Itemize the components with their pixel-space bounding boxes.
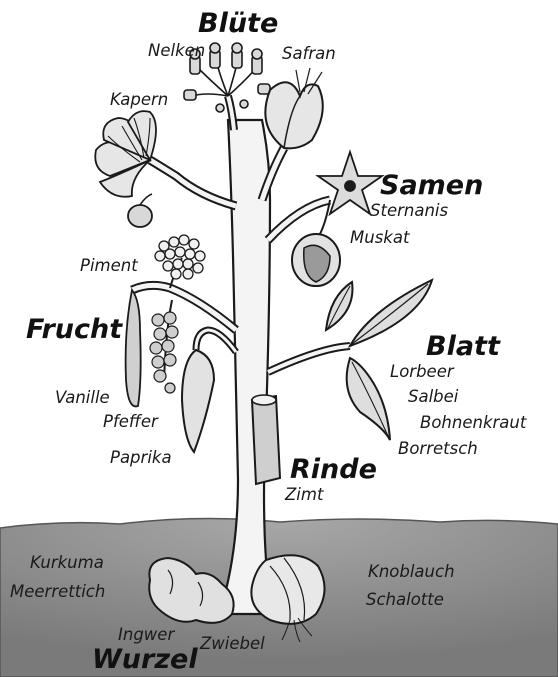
zwiebel-label: Zwiebel	[200, 636, 265, 653]
salbei-leaf	[326, 282, 352, 330]
lorbeer-leaf	[350, 280, 432, 346]
borretsch-label: Borretsch	[398, 441, 478, 458]
nelken-label: Nelken	[148, 43, 205, 60]
meerrettich-label: Meerrettich	[10, 584, 105, 601]
kapern-label: Kapern	[110, 92, 168, 109]
ingwer-label: Ingwer	[118, 627, 174, 644]
rinde-title: Rinde	[290, 456, 377, 483]
pfeffer-bunch	[150, 300, 178, 393]
paprika-label: Paprika	[110, 450, 172, 467]
zimt-bark	[252, 395, 280, 484]
safran-label: Safran	[282, 46, 336, 63]
sternanis-label: Sternanis	[370, 203, 448, 220]
knoblauch-label: Knoblauch	[368, 564, 455, 581]
muskat-label: Muskat	[350, 230, 409, 247]
vanille-pod	[126, 290, 141, 406]
lorbeer-label: Lorbeer	[390, 364, 454, 381]
kurkuma-label: Kurkuma	[30, 555, 104, 572]
paprika-pod	[182, 350, 214, 452]
schalotte-label: Schalotte	[366, 592, 444, 609]
safran-flower	[265, 68, 322, 148]
kapern-flower	[95, 111, 156, 227]
piment-cluster	[155, 235, 205, 288]
zimt-label: Zimt	[285, 487, 323, 504]
frucht-title: Frucht	[26, 316, 122, 343]
bohnenkraut-label: Bohnenkraut	[420, 415, 526, 432]
bohnenkraut-leaf	[347, 358, 390, 440]
samen-title: Samen	[380, 172, 483, 199]
vanille-label: Vanille	[55, 390, 110, 407]
salbei-label: Salbei	[408, 389, 458, 406]
bluete-title: Blüte	[198, 10, 278, 37]
piment-label: Piment	[80, 258, 138, 275]
pfeffer-label: Pfeffer	[103, 414, 158, 431]
wurzel-title: Wurzel	[92, 646, 198, 673]
blatt-title: Blatt	[426, 333, 500, 360]
